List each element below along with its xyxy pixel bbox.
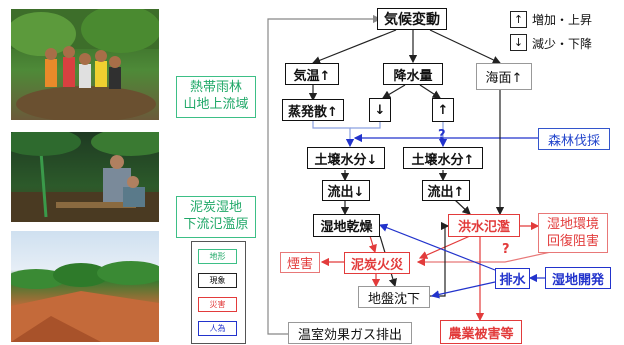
- soil-moisture-up-node: 土壌水分↑: [403, 147, 483, 169]
- ghg-emission-node: 温室効果ガス排出: [288, 322, 412, 344]
- up-symbol-box: ↑: [510, 11, 527, 28]
- runoff-down-node: 流出↓: [322, 180, 370, 201]
- up-label: 増加・上昇: [532, 10, 612, 28]
- agri-damage-node: 農業被害等: [440, 320, 522, 344]
- photo-peat-measurement: [11, 132, 159, 222]
- precip-up-node: ↑: [432, 98, 454, 122]
- evaporation-node: 蒸発散↑: [282, 99, 344, 121]
- subsidence-node: 地盤沈下: [358, 286, 430, 308]
- legend-disaster: 災害: [198, 297, 237, 312]
- question-mark-deforestation: ?: [438, 128, 446, 143]
- legend-terrain: 地形: [198, 249, 237, 264]
- wetland-restoration-barrier-node: 湿地環境 回復阻害: [538, 213, 608, 253]
- smoke-haze-node: 煙害: [280, 252, 320, 273]
- sea-level-node: 海面↑: [476, 63, 532, 90]
- drainage-node: 排水: [495, 268, 530, 289]
- region-downstream-label: 泥炭湿地 下流氾濫原: [176, 196, 256, 238]
- runoff-up-node: 流出↑: [422, 180, 470, 201]
- down-symbol-box: ↓: [510, 34, 527, 51]
- deforestation-node: 森林伐採: [538, 128, 610, 150]
- soil-moisture-down-node: 土壌水分↓: [307, 147, 385, 169]
- region-upstream-label: 熱帯雨林 山地上流域: [176, 76, 256, 118]
- climate-change-node: 気候変動: [377, 8, 447, 30]
- photo-drainage-canal: [11, 231, 159, 342]
- peat-fire-node: 泥炭火災: [344, 252, 410, 274]
- precipitation-node: 降水量: [383, 63, 443, 85]
- wetland-development-node: 湿地開発: [545, 267, 611, 289]
- legend-box: 地形 現象 災害 人為: [191, 241, 246, 344]
- wetland-drying-node: 湿地乾燥: [313, 214, 380, 237]
- down-label: 減少・下降: [532, 34, 612, 52]
- legend-phenomenon: 現象: [198, 273, 237, 288]
- question-mark-restoration: ?: [502, 242, 510, 257]
- legend-human: 人為: [198, 321, 237, 336]
- precip-down-node: ↓: [369, 98, 391, 122]
- temperature-node: 気温↑: [285, 63, 339, 85]
- photo-fieldwork-group: [11, 9, 159, 120]
- flooding-node: 洪水氾濫: [448, 214, 520, 237]
